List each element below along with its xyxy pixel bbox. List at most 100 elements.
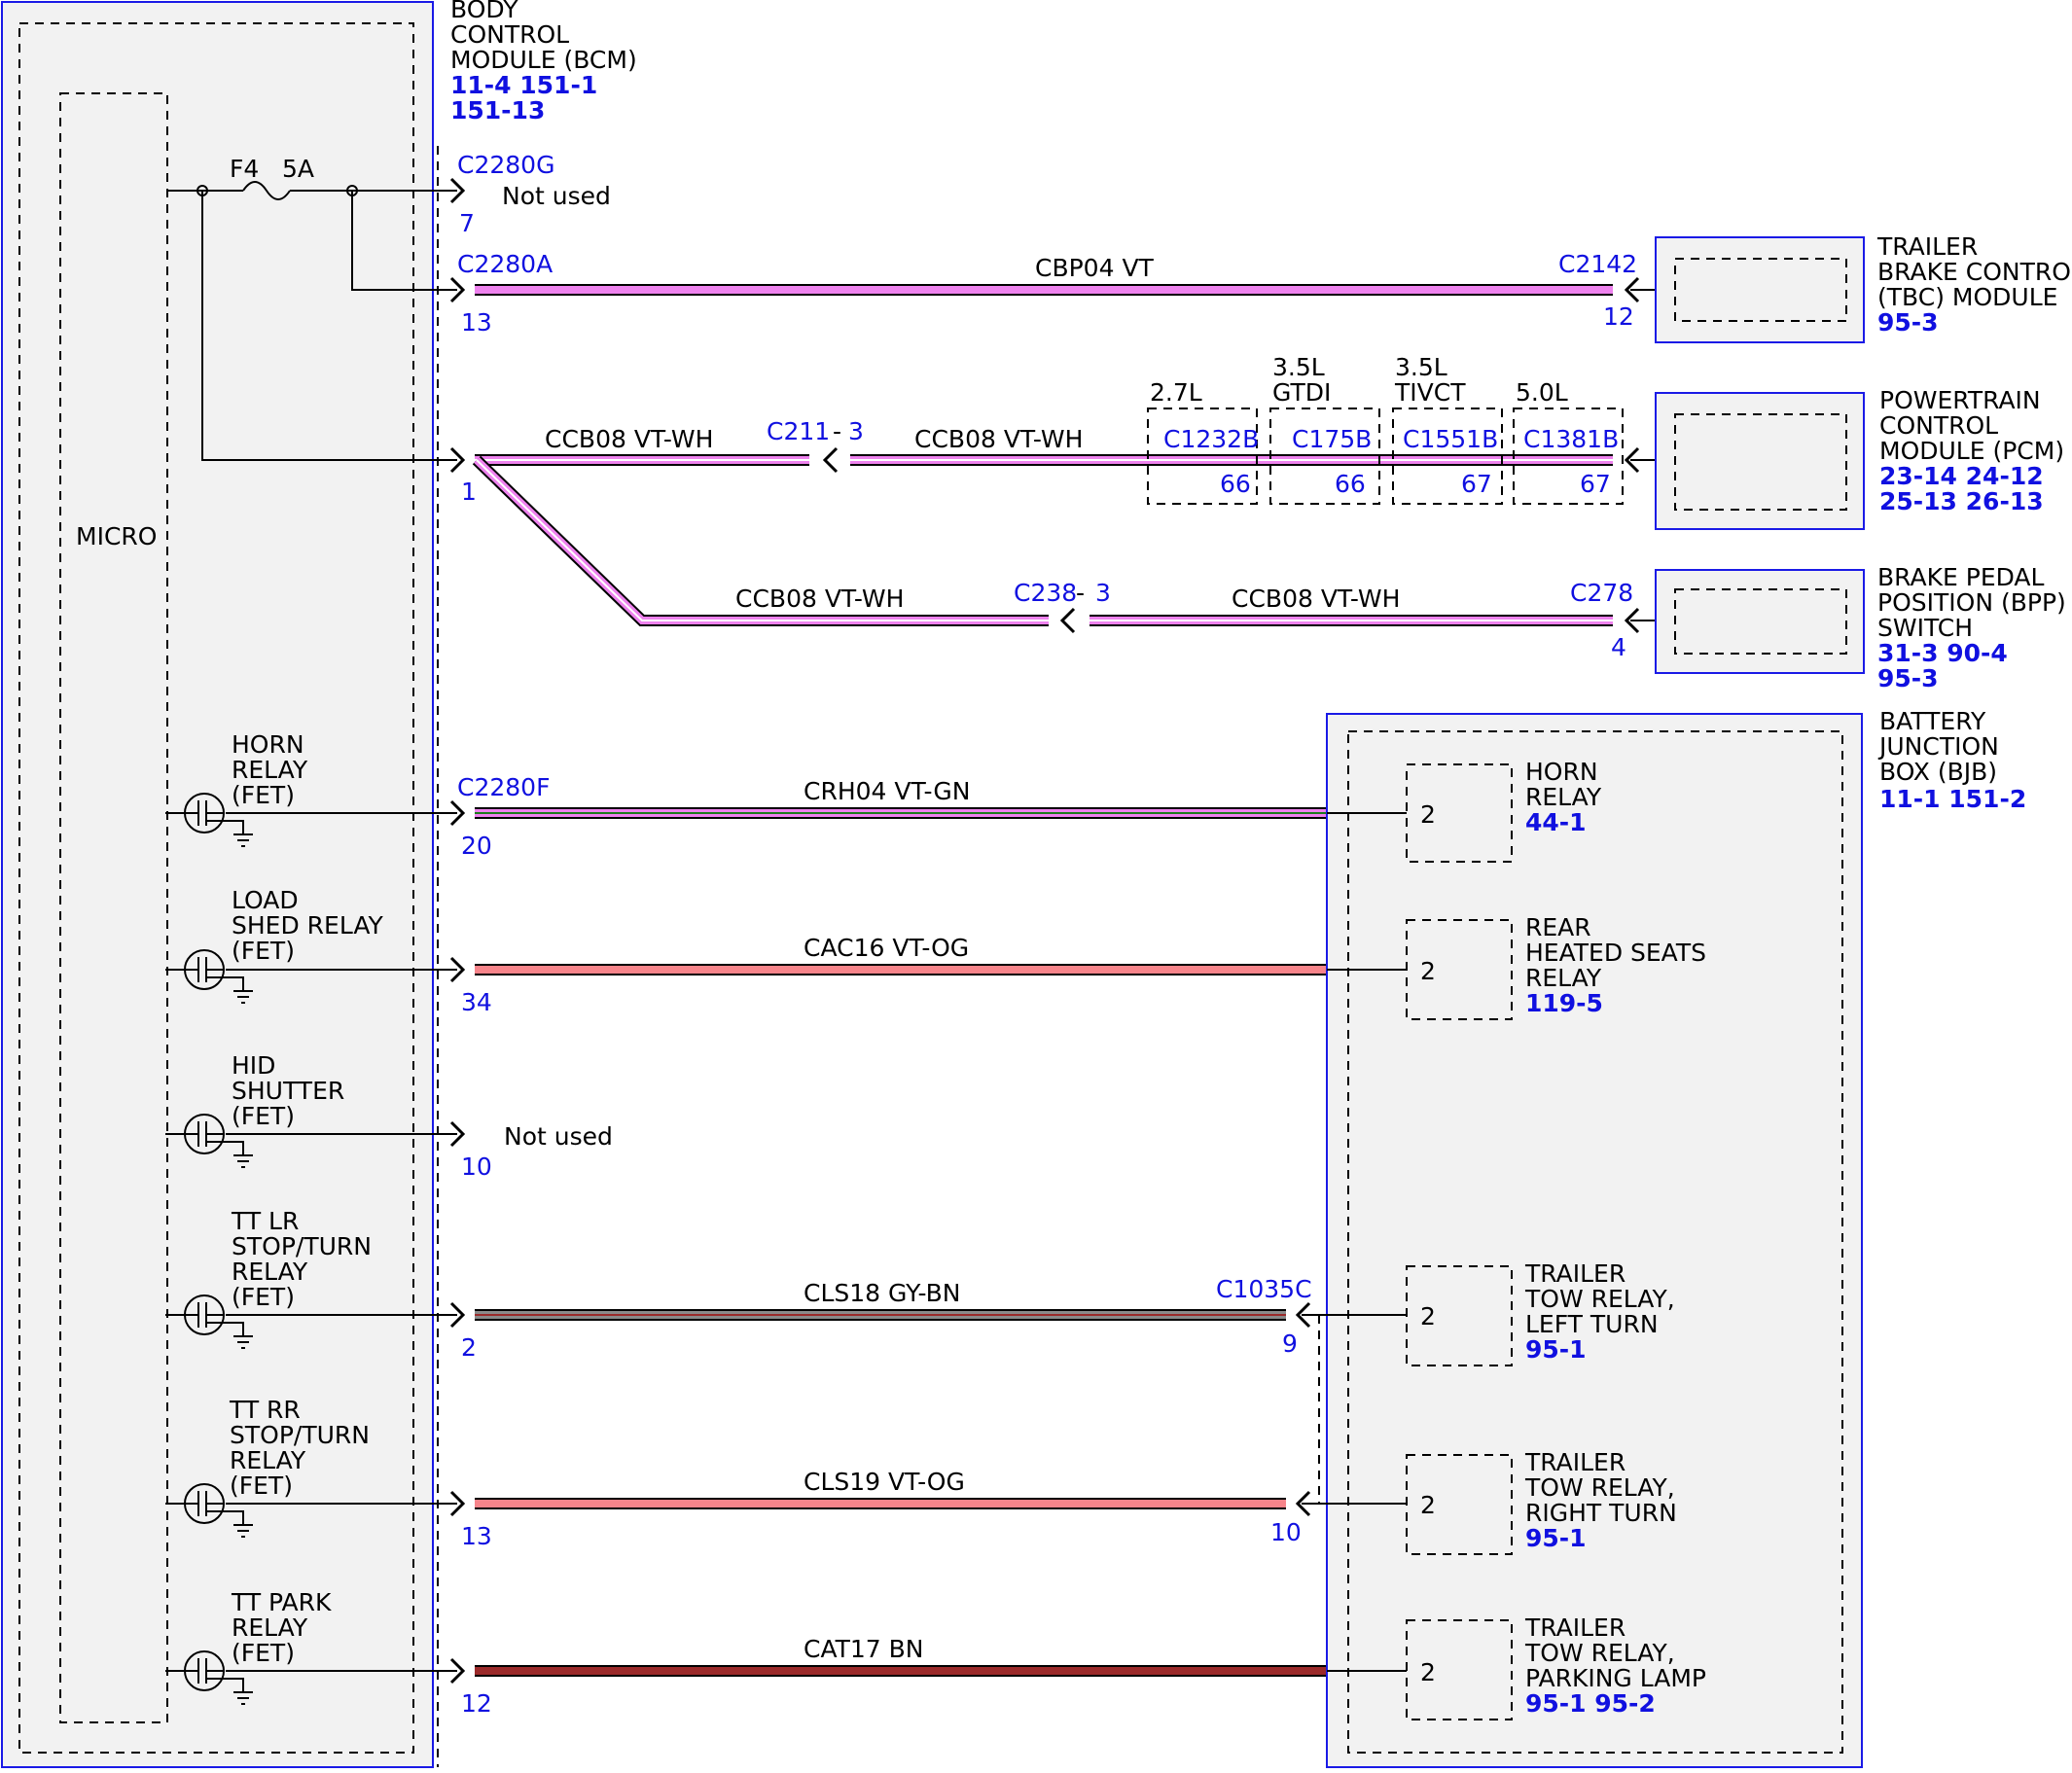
wire-ccb08-bpp-a[interactable] (472, 455, 1049, 626)
tbc-connector[interactable]: C2142 (1558, 250, 1637, 278)
pin-number: 13 (461, 308, 492, 337)
pin-number: 12 (461, 1689, 492, 1718)
tbc-refs[interactable]: 95-3 (1877, 308, 1939, 337)
pin-number: 7 (459, 209, 475, 237)
engine-pin: 67 (1580, 470, 1611, 498)
fet-label: (FET) (232, 1639, 295, 1667)
relay-label: REAR (1525, 913, 1591, 941)
fet-label: HORN (232, 730, 304, 759)
engine-connector[interactable]: C1551B (1403, 425, 1498, 453)
engine-label: 5.0L (1516, 378, 1568, 407)
bcm-box (1, 1, 434, 1768)
inline-connector-c238[interactable]: C238 (1014, 579, 1077, 607)
fuse-symbol (242, 181, 291, 200)
bpp-box (1655, 569, 1865, 674)
fet-label: TT PARK (231, 1588, 332, 1616)
bpp-title-2: POSITION (BPP) (1877, 588, 2066, 617)
fet-label: RELAY (232, 1613, 308, 1642)
tbc-inner (1674, 258, 1847, 322)
relay-label: TRAILER (1524, 1259, 1625, 1288)
pin-connector-c2280f[interactable]: C2280F (457, 773, 550, 801)
fet-label: (FET) (232, 937, 295, 965)
bjb-inner (1347, 730, 1843, 1754)
bpp-refs-2[interactable]: 95-3 (1877, 664, 1939, 692)
bjb-refs[interactable]: 11-1 151-2 (1879, 785, 2026, 813)
bpp-connector[interactable]: C278 (1570, 579, 1633, 607)
not-used-label: Not used (502, 182, 611, 210)
engine-pin: 66 (1335, 470, 1366, 498)
bpp-inner (1674, 588, 1847, 655)
wire-label-cbp04: CBP04 VT (1035, 254, 1155, 282)
engine-label: GTDI (1272, 378, 1331, 407)
fet-label: TT RR (229, 1396, 301, 1424)
bjb-relay-tow-right-turn: 2 TRAILER TOW RELAY, RIGHT TURN 95-1 (1406, 1448, 1677, 1555)
relay-label: HORN (1525, 758, 1598, 786)
relay-refs[interactable]: 44-1 (1525, 808, 1587, 836)
relay-label: RIGHT TURN (1525, 1499, 1677, 1527)
wire-label-ccb08-a: CCB08 VT-WH (545, 425, 713, 453)
fuse-label: F4 (230, 155, 259, 183)
pcm-inner (1674, 413, 1847, 511)
fet-hid-shutter: HID SHUTTER (FET) (164, 1051, 457, 1168)
bjb-title-1: BATTERY (1879, 707, 1986, 735)
bcm-refs-2[interactable]: 151-13 (450, 96, 545, 124)
bjb-title-3: BOX (BJB) (1879, 758, 1997, 786)
feed-to-13 (351, 191, 457, 291)
pin-connector-c2280g[interactable]: C2280G (457, 151, 554, 179)
pin-connector-c2280a[interactable]: C2280A (457, 250, 553, 278)
fet-tt-lr: TT LR STOP/TURN RELAY (FET) (164, 1207, 457, 1349)
relay-label: TOW RELAY, (1524, 1285, 1675, 1313)
not-used-label: Not used (504, 1122, 613, 1151)
feed-to-1 (201, 191, 457, 461)
relay-pin: 2 (1420, 1302, 1436, 1330)
c1035c-pin: 10 (1270, 1518, 1302, 1546)
bcm-title-2: CONTROL (450, 20, 569, 49)
pcm-refs-1[interactable]: 23-14 24-12 (1879, 462, 2044, 490)
pcm-title-2: CONTROL (1879, 411, 1998, 440)
relay-refs[interactable]: 95-1 (1525, 1335, 1587, 1364)
pcm-refs-2[interactable]: 25-13 26-13 (1879, 487, 2044, 515)
relay-pin: 2 (1420, 957, 1436, 985)
c1035c-pin: 9 (1282, 1330, 1298, 1358)
fet-tt-park: TT PARK RELAY (FET) (164, 1588, 457, 1705)
relay-refs[interactable]: 119-5 (1525, 989, 1603, 1017)
bjb-relay-tow-left-turn: 2 TRAILER TOW RELAY, LEFT TURN 95-1 (1406, 1259, 1675, 1366)
engine-connector[interactable]: C1381B (1523, 425, 1619, 453)
tbc-box (1655, 236, 1865, 343)
bcm-refs-1[interactable]: 11-4 151-1 (450, 71, 597, 99)
wire-label-cls19: CLS19 VT-OG (804, 1468, 965, 1496)
engine-variant-3-5l-gtdi: 3.5L GTDI C175B 66 (1269, 353, 1380, 505)
micro-label: MICRO (76, 522, 157, 550)
fet-label: RELAY (232, 756, 308, 784)
fet-label: (FET) (230, 1472, 293, 1500)
fet-tt-rr: TT RR STOP/TURN RELAY (FET) (164, 1396, 457, 1538)
relay-label: TOW RELAY, (1524, 1639, 1675, 1667)
bjb-box (1326, 713, 1863, 1768)
fet-label: LOAD (232, 886, 299, 914)
relay-refs[interactable]: 95-1 95-2 (1525, 1689, 1656, 1718)
inline-connector-c211[interactable]: C211 (767, 417, 830, 445)
bjb-relay-horn: 2 HORN RELAY 44-1 (1327, 758, 1602, 863)
c1035c-connector[interactable]: C1035C (1216, 1275, 1312, 1303)
fet-label: (FET) (232, 781, 295, 809)
inline-pin-c238: 3 (1095, 579, 1111, 607)
relay-label: LEFT TURN (1525, 1310, 1659, 1338)
bpp-title-3: SWITCH (1877, 614, 1973, 642)
engine-connector[interactable]: C175B (1292, 425, 1372, 453)
relay-label: RELAY (1525, 783, 1602, 811)
engine-connector[interactable]: C1232B (1163, 425, 1259, 453)
fet-label: RELAY (230, 1446, 306, 1474)
engine-label: 3.5L (1395, 353, 1447, 381)
bjb-relay-rear-heated-seats: 2 REAR HEATED SEATS RELAY 119-5 (1327, 913, 1706, 1020)
bcm-title-1: BODY (450, 0, 518, 23)
fet-label: (FET) (232, 1102, 295, 1130)
engine-pin: 66 (1220, 470, 1251, 498)
pin-number: 34 (461, 988, 492, 1016)
relay-refs[interactable]: 95-1 (1525, 1524, 1587, 1552)
pcm-box (1655, 392, 1865, 530)
wire-label-crh04: CRH04 VT-GN (804, 777, 970, 805)
wire-label-ccb08-c: CCB08 VT-WH (735, 585, 904, 613)
bpp-refs-1[interactable]: 31-3 90-4 (1877, 639, 2008, 667)
relay-pin: 2 (1420, 1658, 1436, 1686)
engine-variant-2-7l: 2.7L C1232B 66 (1147, 378, 1259, 505)
